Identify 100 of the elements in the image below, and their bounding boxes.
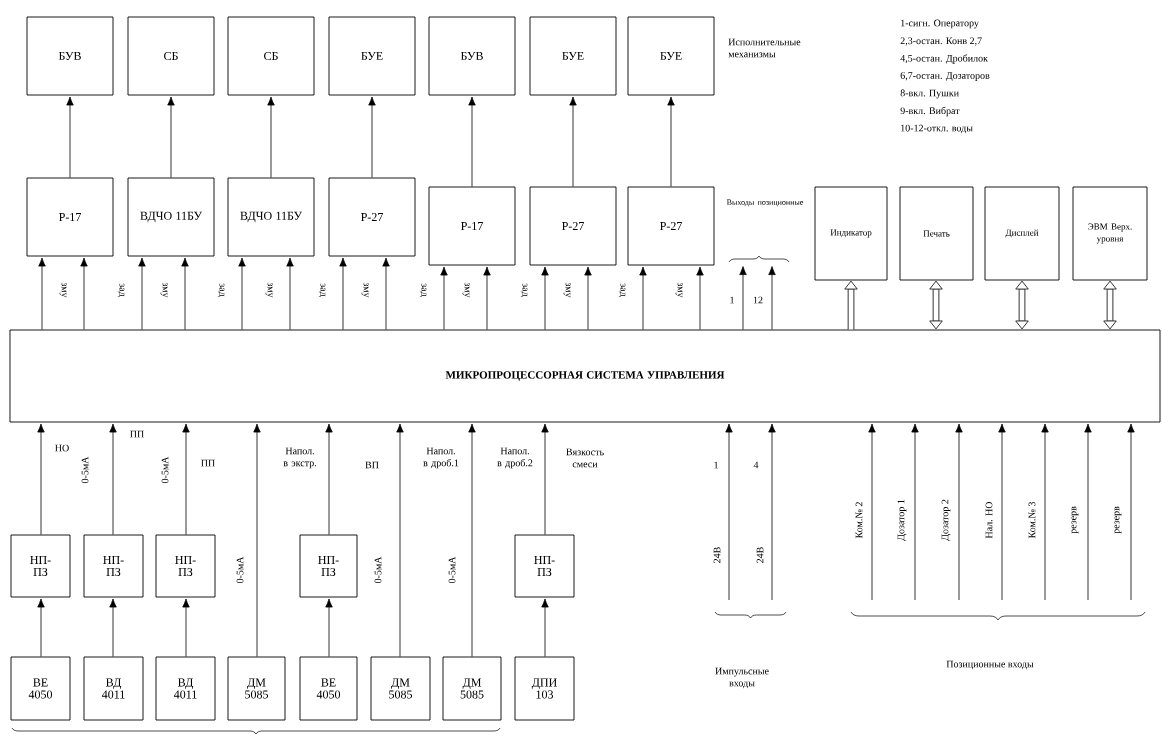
regulator-box: Р-27 bbox=[328, 177, 416, 257]
text-label: 0-5мА bbox=[81, 456, 89, 484]
text-label: 4,5-остан. Дробилок bbox=[900, 54, 988, 64]
text-label: 9-вкл. Вибрат bbox=[900, 106, 960, 117]
arrow bbox=[667, 96, 675, 187]
block-arrow bbox=[1103, 280, 1117, 330]
edge-label: ВП bbox=[364, 460, 380, 470]
text-label: 0-5мА bbox=[236, 556, 244, 584]
arrow bbox=[639, 266, 647, 330]
arrow bbox=[382, 257, 390, 330]
edge-label: ПП bbox=[128, 429, 146, 439]
edge-label: Дозатор 1 bbox=[896, 498, 908, 542]
edge-label: Напол. в экстр. bbox=[278, 446, 322, 470]
edge-label: зад bbox=[519, 282, 529, 298]
arrow bbox=[911, 423, 919, 601]
arrow bbox=[468, 96, 476, 187]
edge-label: зад bbox=[418, 282, 428, 298]
edge-label: 24В bbox=[712, 545, 722, 565]
text-label: 10-12-откл. воды bbox=[901, 124, 973, 134]
device-box: Дисплей bbox=[984, 186, 1060, 281]
arrow bbox=[253, 423, 261, 657]
text-label: 1-сигн. Оператору bbox=[901, 19, 979, 29]
edge-label: Нал. НО bbox=[984, 500, 994, 540]
text-label: 8-вкл. Пушки bbox=[900, 89, 959, 99]
edge-label: зму bbox=[674, 281, 684, 299]
regulator-box: ВДЧО 11БУ bbox=[227, 177, 315, 257]
edge-label: НО bbox=[53, 443, 71, 453]
converter-box: НП-ПЗ bbox=[299, 534, 358, 598]
arrow bbox=[339, 257, 347, 330]
converter-box: НП-ПЗ bbox=[83, 534, 144, 598]
actuator-box: БУВ bbox=[428, 16, 516, 96]
arrow bbox=[167, 96, 175, 178]
edge-label: резерв bbox=[1070, 505, 1080, 535]
block-arrow bbox=[929, 280, 943, 330]
regulator-box: Р-27 bbox=[529, 186, 617, 266]
text-label: Исполнительные механизмы bbox=[728, 38, 801, 58]
actuator-box: БУЕ bbox=[627, 16, 715, 96]
block-arrow bbox=[844, 280, 858, 330]
arrow bbox=[541, 266, 549, 330]
arrow bbox=[37, 598, 45, 657]
arrow bbox=[1127, 423, 1135, 601]
converter-box: НП-ПЗ bbox=[155, 534, 216, 598]
arrow bbox=[739, 266, 747, 330]
actuator-box: БУЕ bbox=[328, 16, 416, 96]
regulator-box: Р-27 bbox=[627, 186, 715, 266]
actuator-box: БУВ bbox=[26, 16, 114, 96]
edge-label: зад bbox=[617, 282, 627, 298]
text-label: 0-5мА bbox=[448, 556, 456, 584]
text-label: 0-5мА bbox=[161, 456, 169, 484]
arrow bbox=[584, 266, 592, 330]
actuator-box: СБ bbox=[227, 16, 315, 96]
arrow bbox=[569, 96, 577, 187]
edge-label: Дозатор 2 bbox=[940, 498, 952, 542]
arrow bbox=[768, 423, 776, 601]
arrow bbox=[182, 598, 190, 657]
arrow bbox=[483, 266, 491, 330]
edge-label: 24В bbox=[755, 545, 765, 565]
arrow bbox=[541, 423, 549, 535]
arrow bbox=[109, 598, 117, 657]
edge-label: Ком.№ 2 bbox=[854, 500, 864, 540]
edge-label: зму bbox=[159, 281, 169, 299]
sensor-box: ДМ 5085 bbox=[227, 656, 286, 721]
edge-label: зад bbox=[116, 282, 126, 298]
sensor-box: ДМ 5085 bbox=[442, 656, 502, 721]
arrow bbox=[325, 598, 333, 657]
edge-label: зму bbox=[360, 281, 370, 299]
sensor-box: ВЕ 4050 bbox=[10, 656, 71, 721]
arrow bbox=[725, 423, 733, 601]
edge-label: 12 bbox=[752, 295, 764, 305]
text-label: 1 bbox=[714, 461, 718, 469]
arrow bbox=[696, 266, 704, 330]
arrow bbox=[109, 423, 117, 535]
device-box: ЭВМ Верх. уровня bbox=[1072, 186, 1148, 281]
edge-label: ПП bbox=[199, 458, 217, 468]
converter-box: НП-ПЗ bbox=[514, 534, 575, 598]
arrow bbox=[138, 257, 146, 330]
sensor-box: ВД 4011 bbox=[155, 656, 216, 721]
arrow bbox=[998, 423, 1006, 601]
arrow bbox=[955, 423, 963, 601]
arrow bbox=[80, 257, 88, 330]
arrow bbox=[368, 96, 376, 178]
arrow bbox=[66, 96, 74, 178]
sensor-box: ДПИ 103 bbox=[514, 656, 575, 721]
arrow bbox=[286, 257, 294, 330]
regulator-box: ВДЧО 11БУ bbox=[127, 177, 215, 257]
edge-label: зму bbox=[461, 281, 471, 299]
arrow bbox=[868, 423, 876, 601]
text-label: 0-5мА bbox=[374, 556, 382, 584]
device-box: Печать bbox=[899, 186, 974, 281]
edge-label: Напол. в дроб.2 bbox=[493, 446, 537, 470]
arrow bbox=[468, 423, 476, 657]
arrow bbox=[181, 257, 189, 330]
edge-label: зад bbox=[317, 282, 327, 298]
edge-label: зму bbox=[58, 281, 68, 299]
text-label: Позиционные входы bbox=[946, 660, 1034, 670]
control-system-box: МИКРОПРОЦЕССОРНАЯ СИСТЕМА УПРАВЛЕНИЯ bbox=[9, 329, 1161, 423]
arrow bbox=[541, 598, 549, 657]
text-label: 4 bbox=[753, 461, 759, 469]
arrow bbox=[1041, 423, 1049, 601]
arrow bbox=[440, 266, 448, 330]
